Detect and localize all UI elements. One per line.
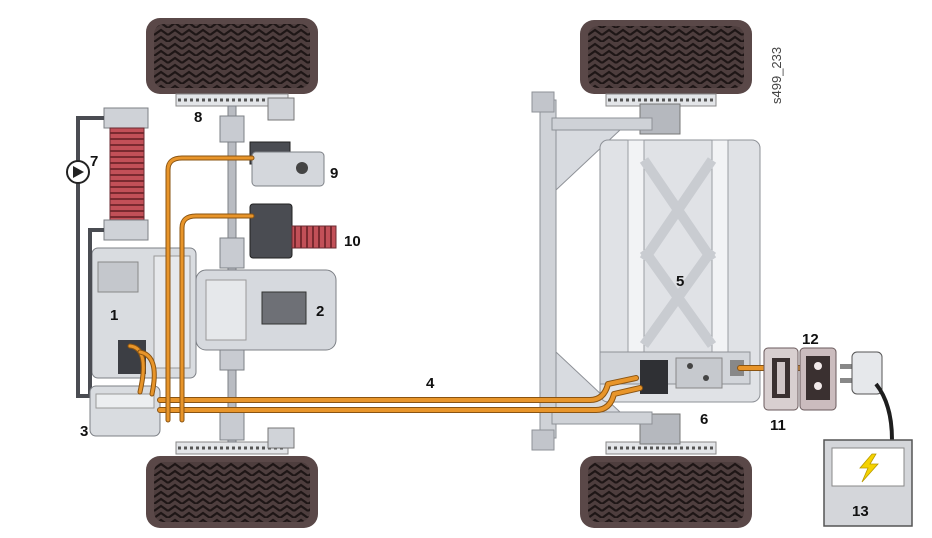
label-7: 7 — [90, 153, 98, 170]
label-11: 11 — [770, 417, 786, 434]
high-voltage-cables — [127, 155, 811, 423]
label-6: 6 — [700, 411, 708, 428]
label-12: 12 — [802, 331, 819, 348]
label-3: 3 — [80, 423, 88, 440]
front-brake-disc-top — [175, 93, 295, 121]
rear-left-wheel — [580, 20, 752, 94]
image-code: s499_233 — [769, 47, 784, 104]
power-electronics — [89, 385, 161, 437]
front-left-wheel — [146, 18, 318, 94]
charging-station — [823, 439, 913, 527]
component-10 — [249, 203, 337, 259]
rear-brake-discs — [605, 93, 717, 455]
lightning-icon — [859, 453, 879, 483]
label-8: 8 — [194, 109, 202, 126]
label-10: 10 — [344, 233, 361, 250]
charging-plug — [840, 351, 894, 441]
front-right-wheel — [146, 456, 318, 528]
label-1: 1 — [110, 307, 118, 324]
label-13: 13 — [852, 503, 869, 520]
charging-connector — [799, 347, 837, 411]
label-4: 4 — [426, 375, 435, 392]
coolant-line — [76, 116, 104, 398]
label-2: 2 — [316, 303, 324, 320]
label-9: 9 — [330, 165, 338, 182]
high-voltage-battery — [599, 139, 761, 403]
component-9 — [249, 141, 325, 187]
pump-icon — [66, 160, 90, 184]
charging-socket — [763, 347, 799, 411]
rear-right-wheel — [580, 456, 752, 528]
label-5: 5 — [676, 273, 684, 290]
gearbox — [195, 269, 337, 351]
radiator — [103, 107, 149, 241]
